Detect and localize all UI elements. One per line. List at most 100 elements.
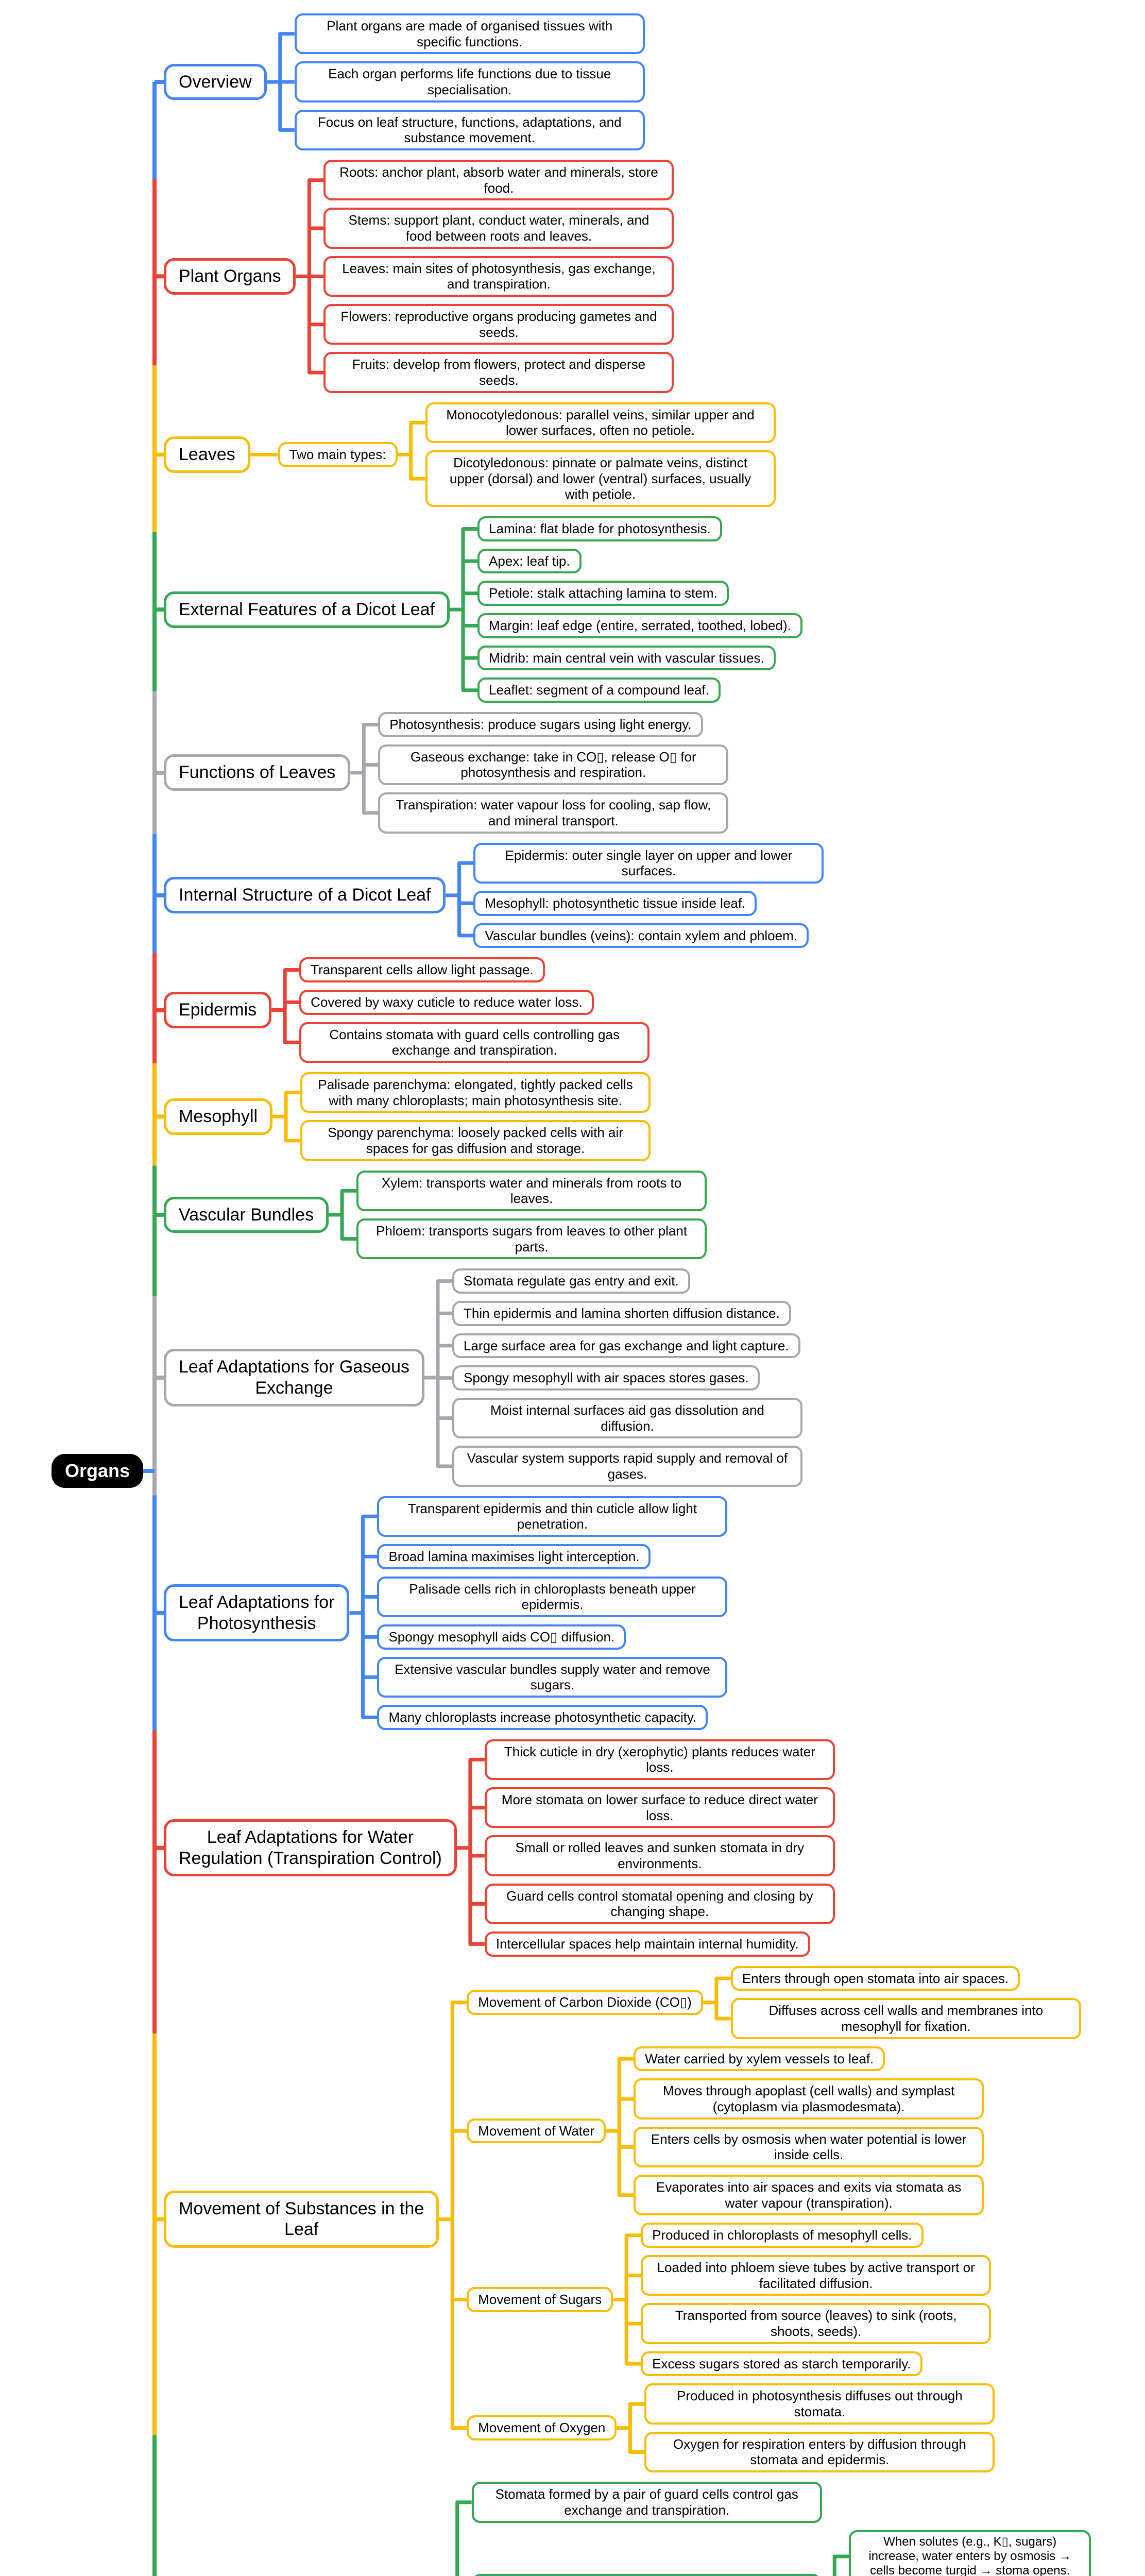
leaf-node: Stomata formed by a pair of guard cells … xyxy=(471,2482,822,2523)
branch-node: Movement of Substances in the Leaf xyxy=(164,2190,439,2248)
branch-row: Leaf Adaptations for Photosynthesis Trans… xyxy=(164,1496,1091,1730)
children-column: Transparent cells allow light passage.Co… xyxy=(299,957,650,1063)
connector xyxy=(457,895,474,938)
sub-branch-row: Movement of Oxygen Produced in photosynth… xyxy=(467,2383,995,2473)
leaf-node: Produced in chloroplasts of mesophyll ce… xyxy=(641,2223,924,2248)
leaf-node: Oxygen for respiration enters by diffusi… xyxy=(644,2431,995,2473)
children-column: Monocotyledonous: parallel veins, simila… xyxy=(425,402,776,507)
connector xyxy=(617,2131,634,2197)
leaf-node: Leaves: main sites of photosynthesis, ga… xyxy=(323,256,674,297)
leaf-node: Extensive vascular bundles supply water … xyxy=(377,1656,728,1698)
branch-node: Leaf Adaptations for Photosynthesis xyxy=(164,1584,350,1642)
connector xyxy=(468,1806,485,1848)
leaf-node: Leaflet: segment of a compound leaf. xyxy=(477,677,721,703)
leaf-node: Excess sugars stored as starch temporari… xyxy=(641,2351,922,2377)
branch-node: Leaf Adaptations for Gaseous Exchange xyxy=(164,1349,424,1406)
connector xyxy=(362,772,379,815)
connector xyxy=(455,2500,472,2576)
leaf-node: Enters cells by osmosis when water poten… xyxy=(634,2126,984,2168)
children-column: Thick cuticle in dry (xerophytic) plants… xyxy=(484,1739,835,1957)
sub-branch-node: Movement of Sugars xyxy=(467,2287,613,2312)
leaf-node: Stomata regulate gas entry and exit. xyxy=(452,1268,690,1294)
connector xyxy=(361,1595,378,1613)
children-column: Movement of Carbon Dioxide (CO▯)Enters t… xyxy=(467,1965,1081,2473)
leaf-node: Enters through open stomata into air spa… xyxy=(730,1965,1020,1991)
children-column: Epidermis: outer single layer on upper a… xyxy=(473,842,824,948)
branch-node: External Features of a Dicot Leaf xyxy=(164,591,450,628)
sub-branch-node: Guard cells change shape by water and so… xyxy=(471,2574,822,2576)
connector xyxy=(340,1189,357,1215)
sub-branch-row: Movement of Sugars Produced in chloroplas… xyxy=(467,2223,992,2377)
sub-branch-node: Movement of Oxygen xyxy=(467,2415,617,2441)
leaf-node: Moves through apoplast (cell walls) and … xyxy=(634,2078,984,2120)
branch-row: Leaf Adaptations for Water Regulation (T… xyxy=(164,1739,1091,1957)
children-column: Plant organs are made of organised tissu… xyxy=(294,13,645,151)
children-column: Transparent epidermis and thin cuticle a… xyxy=(377,1496,728,1730)
leaf-node: Thin epidermis and lamina shorten diffus… xyxy=(452,1300,791,1326)
children-column: Lamina: flat blade for photosynthesis.Ap… xyxy=(477,516,802,703)
sub-branch-row: Guard cells change shape by water and so… xyxy=(471,2530,1091,2576)
leaf-node: Margin: leaf edge (entire, serrated, too… xyxy=(477,613,802,638)
leaf-node: Epidermis: outer single layer on upper a… xyxy=(473,842,824,884)
connector xyxy=(284,1091,301,1117)
branch-row: Vascular Bundles Xylem: transports water … xyxy=(164,1170,1091,1260)
connector xyxy=(714,1976,731,2003)
connector xyxy=(628,2428,645,2454)
leaf-node: Petiole: stalk attaching lamina to stem. xyxy=(477,581,729,606)
leaf-node: Intercellular spaces help maintain inter… xyxy=(484,1931,810,1957)
leaf-node: Many chloroplasts increase photosyntheti… xyxy=(377,1705,708,1730)
leaf-node: Dicotyledonous: pinnate or palmate veins… xyxy=(425,450,776,507)
root-node: Organs xyxy=(52,1454,144,1488)
connector xyxy=(362,762,379,773)
connector xyxy=(362,722,379,773)
leaf-node: Transparent epidermis and thin cuticle a… xyxy=(377,1496,728,1537)
leaf-node: Loaded into phloem sieve tubes by active… xyxy=(641,2255,992,2296)
leaf-node: Transpiration: water vapour loss for coo… xyxy=(378,792,729,834)
sub-branch-row: Two main types:Monocotyledonous: paralle… xyxy=(278,402,776,507)
leaf-node: Midrib: main central vein with vascular … xyxy=(477,645,776,671)
children-column: Enters through open stomata into air spa… xyxy=(730,1965,1081,2039)
branch-row: External Features of a Dicot Leaf Lamina:… xyxy=(164,516,1091,703)
branch-row: Regulation of Gas Movement by StomataSto… xyxy=(164,2482,1091,2576)
leaf-node: Produced in photosynthesis diffuses out … xyxy=(644,2383,995,2425)
leaf-node: Thick cuticle in dry (xerophytic) plants… xyxy=(484,1739,835,1781)
branch-row: Leaf Adaptations for Gaseous Exchange Sto… xyxy=(164,1268,1091,1487)
connector xyxy=(283,1000,300,1010)
leaf-node: Apex: leaf tip. xyxy=(477,548,582,574)
connector xyxy=(283,968,300,1010)
branch-row: Overview Plant organs are made of organis… xyxy=(164,13,1091,151)
children-column: Stomata regulate gas entry and exit. Thin… xyxy=(452,1268,802,1487)
leaf-node: Flowers: reproductive organs producing g… xyxy=(323,304,674,345)
leaf-node: Contains stomata with guard cells contro… xyxy=(299,1022,650,1063)
leaf-node: Large surface area for gas exchange and … xyxy=(452,1333,800,1359)
leaf-node: Phloem: transports sugars from leaves to… xyxy=(356,1218,707,1260)
children-column: Water carried by xylem vessels to leaf. M… xyxy=(634,2046,984,2216)
leaf-node: Palisade parenchyma: elongated, tightly … xyxy=(300,1072,651,1113)
children-column: Xylem: transports water and minerals fro… xyxy=(356,1170,707,1260)
leaf-node: Moist internal surfaces aid gas dissolut… xyxy=(452,1397,802,1439)
connector xyxy=(307,276,324,375)
connector xyxy=(283,1010,300,1044)
leaf-node: Spongy parenchyma: loosely packed cells … xyxy=(300,1120,651,1161)
connector xyxy=(409,454,425,481)
leaf-node: Fruits: develop from flowers, protect an… xyxy=(323,352,674,393)
leaf-node: Evaporates into air spaces and exits via… xyxy=(634,2175,984,2216)
children-column: Stomata formed by a pair of guard cells … xyxy=(471,2482,1091,2576)
leaf-node: Transported from source (leaves) to sink… xyxy=(641,2303,992,2344)
leaf-node: Palisade cells rich in chloroplasts bene… xyxy=(377,1576,728,1617)
branch-node: Overview xyxy=(164,63,267,100)
leaf-node: Water carried by xylem vessels to leaf. xyxy=(634,2046,885,2072)
leaf-node: Roots: anchor plant, absorb water and mi… xyxy=(323,160,674,201)
branch-node: Vascular Bundles xyxy=(164,1196,329,1233)
leaf-node: Focus on leaf structure, functions, adap… xyxy=(294,109,645,151)
leaf-node: Spongy mesophyll aids CO▯ diffusion. xyxy=(377,1624,626,1650)
connector xyxy=(436,1377,452,1468)
connector xyxy=(307,226,324,277)
leaf-node: Each organ performs life functions due t… xyxy=(294,61,645,103)
